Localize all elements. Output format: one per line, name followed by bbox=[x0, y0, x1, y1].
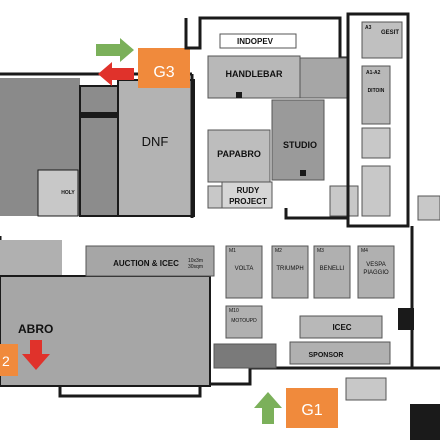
arrow-up-icon bbox=[254, 392, 282, 424]
m2-label: M2 bbox=[275, 248, 282, 254]
bottom-right-booth bbox=[345, 377, 387, 401]
small-booth-right bbox=[329, 185, 359, 217]
vespa-booth[interactable] bbox=[357, 245, 395, 299]
dnf-booth[interactable] bbox=[117, 79, 195, 217]
icec-label: ICEC bbox=[332, 323, 351, 332]
benelli-label: BENELLI bbox=[320, 266, 345, 272]
auction-size-2: 30sqm bbox=[188, 264, 203, 270]
right-column-outline bbox=[346, 12, 410, 228]
right-door bbox=[417, 195, 440, 221]
booth-right-top bbox=[299, 57, 349, 99]
auction-size-1: 10x3m bbox=[188, 258, 203, 264]
arrow-right-icon bbox=[96, 38, 134, 62]
a3-label: A3 bbox=[365, 25, 372, 31]
right-booth-2 bbox=[361, 165, 391, 217]
left-hall-mid bbox=[79, 85, 119, 217]
benelli-booth[interactable] bbox=[313, 245, 351, 299]
black-pillar bbox=[80, 112, 118, 118]
volta-label: VOLTA bbox=[235, 266, 254, 272]
mid-building-outline bbox=[184, 16, 350, 220]
handlebar-label: HANDLEBAR bbox=[226, 69, 283, 79]
corner-pillar bbox=[398, 308, 414, 330]
studio-label: STUDIO bbox=[283, 140, 317, 150]
arrow-left-icon bbox=[98, 62, 134, 86]
gate-g1-badge[interactable] bbox=[286, 388, 338, 428]
volta-booth[interactable] bbox=[225, 245, 263, 299]
handlebar-booth[interactable] bbox=[207, 55, 301, 99]
vespa-label-2: PIAGGIO bbox=[363, 270, 389, 276]
indopev-label: INDOPEV bbox=[237, 37, 274, 46]
ditoin-booth[interactable] bbox=[361, 65, 391, 125]
rudy-project-booth[interactable] bbox=[221, 181, 273, 209]
small-booth-left bbox=[207, 185, 223, 209]
gesit-booth[interactable] bbox=[361, 21, 403, 59]
gesit-label: GESIT bbox=[381, 30, 399, 36]
handlebar-pillar bbox=[236, 92, 242, 98]
gate-g1-label: G1 bbox=[301, 402, 322, 419]
bottom-right-dark bbox=[410, 404, 440, 440]
auction-icec-booth[interactable] bbox=[85, 245, 215, 277]
motoupd-booth[interactable] bbox=[225, 305, 263, 339]
arrow-down-icon bbox=[22, 340, 50, 370]
rudy-label-2: PROJECT bbox=[229, 197, 267, 206]
triumph-label: TRIUMPH bbox=[276, 266, 303, 272]
dnf-label: DNF bbox=[142, 134, 169, 149]
abro-label: ABRO bbox=[18, 322, 53, 336]
gate-g2-label: 2 bbox=[2, 353, 10, 369]
auction-icec-label: AUCTION & ICEC bbox=[113, 259, 179, 268]
gate-g3-badge[interactable] bbox=[138, 48, 190, 88]
rudy-label-1: RUDY bbox=[237, 186, 260, 195]
indopev-booth[interactable] bbox=[219, 33, 297, 49]
ditoin-label: DITOIN bbox=[368, 88, 385, 94]
gate-g2-badge[interactable] bbox=[0, 344, 18, 376]
m3-label: M3 bbox=[317, 248, 324, 254]
gate-g3-label: G3 bbox=[153, 64, 174, 81]
holy-label: HOLY bbox=[61, 190, 75, 196]
vespa-label-1: VESPA bbox=[366, 262, 386, 268]
holy-booth[interactable] bbox=[37, 169, 79, 217]
sponsor-label: SPONSOR bbox=[308, 352, 343, 359]
sponsor-booth[interactable] bbox=[289, 341, 391, 365]
right-booth-1 bbox=[361, 127, 391, 159]
m4-label: M4 bbox=[361, 248, 368, 254]
triumph-booth[interactable] bbox=[271, 245, 309, 299]
m10-label: M10 bbox=[229, 308, 239, 314]
dark-booth-bottom bbox=[213, 343, 277, 369]
a1a2-label: A1-A2 bbox=[366, 70, 381, 76]
papabro-label: PAPABRO bbox=[217, 149, 261, 159]
icec-booth[interactable] bbox=[299, 315, 383, 339]
mid-pillar bbox=[300, 170, 306, 176]
m1-label: M1 bbox=[229, 248, 236, 254]
papabro-booth[interactable] bbox=[207, 129, 271, 183]
studio-booth[interactable] bbox=[271, 99, 325, 181]
motoupd-label: MOTOUPD bbox=[231, 318, 257, 324]
